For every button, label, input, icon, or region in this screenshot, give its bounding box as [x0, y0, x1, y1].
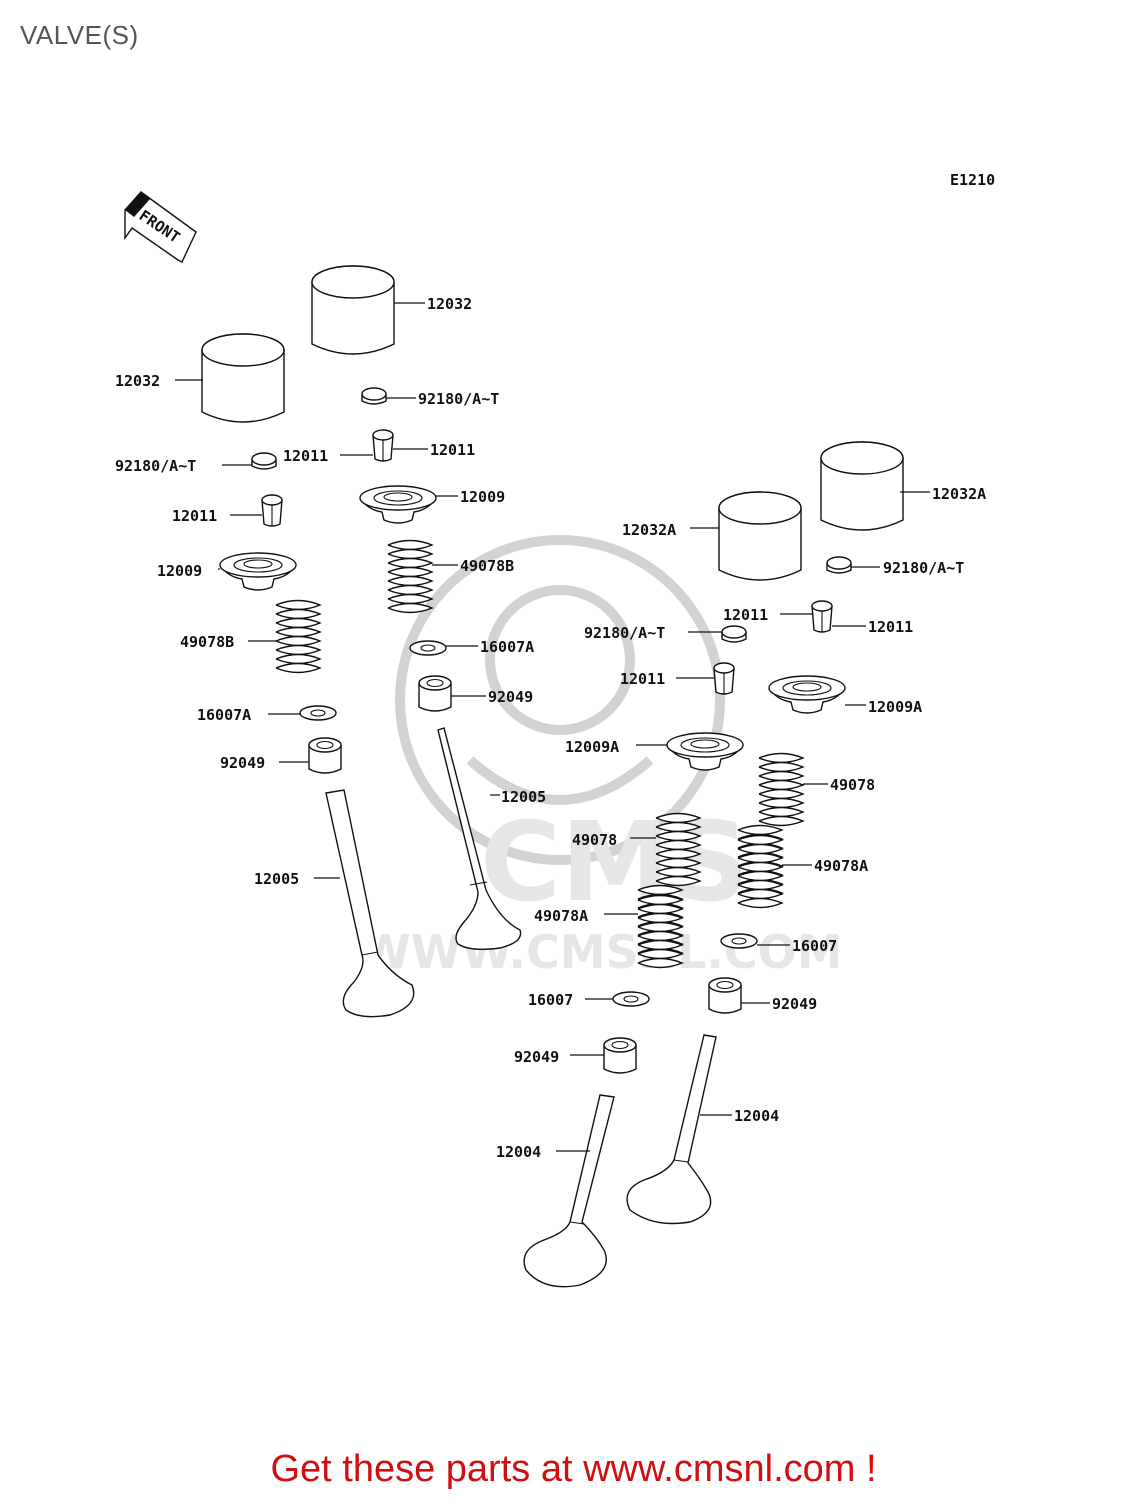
callout-label: 92180/A~T [883, 559, 964, 577]
valve-stem-seal [308, 737, 342, 774]
callout-label: 12009 [157, 562, 202, 580]
callout-label: 12009A [868, 698, 922, 716]
page-title: VALVE(S) [20, 20, 139, 50]
callout-label: 12011 [430, 441, 475, 459]
callout-label: 12032 [115, 372, 160, 390]
valve-stem-seal [708, 977, 742, 1014]
spring-seat-washer [720, 933, 758, 949]
valve-spring-inner [637, 884, 683, 969]
spring-retainer [359, 485, 437, 524]
callout-label: 12011 [172, 507, 217, 525]
watermark-brand: CMS [480, 798, 749, 926]
cms-watermark: CMS WWW.CMSNL.COM [360, 535, 843, 979]
spring-retainer [219, 552, 297, 591]
valve-lifter-bucket [718, 491, 802, 581]
valve-keeper [713, 662, 735, 695]
valve-shim [251, 452, 277, 470]
footer-promo-link[interactable]: Get these parts at www.cmsnl.com ! [270, 1448, 877, 1490]
spring-retainer [666, 732, 744, 771]
callout-label: 49078 [830, 776, 875, 794]
callout-label: 49078B [180, 633, 234, 651]
callout-label: 12032 [427, 295, 472, 313]
callout-label: 12032A [622, 521, 676, 539]
valve-stem-seal [603, 1037, 637, 1074]
valve-keeper [372, 429, 394, 462]
valve-spring [275, 599, 321, 674]
callout-label: 16007 [792, 937, 837, 955]
valve-spring-inner [737, 824, 783, 909]
valve-stem-seal [418, 675, 452, 712]
valve-spring [758, 752, 804, 827]
callout-label: 92180/A~T [115, 457, 196, 475]
callout-label: 12004 [496, 1143, 541, 1161]
spring-retainer [768, 675, 846, 714]
callout-label: 92180/A~T [418, 390, 499, 408]
valve-shim [826, 556, 852, 574]
callout-label: 92049 [514, 1048, 559, 1066]
callout-label: 12032A [932, 485, 986, 503]
diagram-code: E1210 [950, 171, 995, 189]
valve-shim [361, 387, 387, 405]
watermark-url: WWW.CMSNL.COM [360, 925, 843, 979]
callout-label: 49078A [814, 857, 868, 875]
callout-label: 92049 [220, 754, 265, 772]
exhaust-valve [325, 789, 415, 1018]
callout-label: 12011 [868, 618, 913, 636]
spring-seat-washer [612, 991, 650, 1007]
callout-label: 12005 [501, 788, 546, 806]
callout-label: 49078B [460, 557, 514, 575]
front-arrow-icon: FRONT [124, 191, 197, 263]
valve-keeper [261, 494, 283, 527]
valve-lifter-bucket [311, 265, 395, 355]
valve-spring [387, 539, 433, 614]
intake-valve [523, 1094, 615, 1288]
callout-label: 12004 [734, 1107, 779, 1125]
callout-label: 49078 [572, 831, 617, 849]
exhaust-valve [437, 727, 522, 951]
callout-label: 12011 [283, 447, 328, 465]
callout-label: 16007A [480, 638, 534, 656]
callout-label: 12009 [460, 488, 505, 506]
valve-keeper [811, 600, 833, 633]
spring-seat-washer [299, 705, 337, 721]
callout-label: 92180/A~T [584, 624, 665, 642]
callout-label: 12005 [254, 870, 299, 888]
valve-lifter-bucket [201, 333, 285, 423]
intake-valve [626, 1034, 717, 1225]
valve-exploded-diagram: CMS WWW.CMSNL.COM E1210 FRONT 12032 1203… [115, 171, 995, 1288]
callout-label: 12009A [565, 738, 619, 756]
valve-lifter-bucket [820, 441, 904, 531]
valve-shim [721, 625, 747, 643]
callout-label: 16007A [197, 706, 251, 724]
callout-label: 12011 [723, 606, 768, 624]
callout-label: 16007 [528, 991, 573, 1009]
callout-label: 92049 [772, 995, 817, 1013]
spring-seat-washer [409, 640, 447, 656]
callout-label: 49078A [534, 907, 588, 925]
callout-label: 92049 [488, 688, 533, 706]
callout-label: 12011 [620, 670, 665, 688]
